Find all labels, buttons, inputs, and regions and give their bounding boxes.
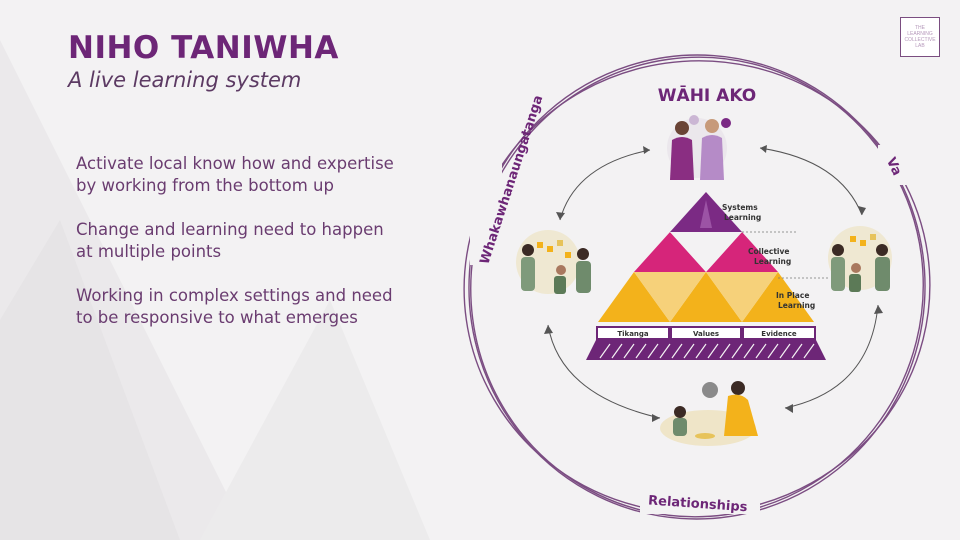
learning-pyramid bbox=[586, 192, 830, 360]
diagram-heading: WĀHI AKO bbox=[658, 84, 756, 106]
organisation-logo: THE LEARNING COLLECTIVE LAB bbox=[900, 17, 940, 57]
ring-label-bottom: Relationships bbox=[648, 493, 748, 515]
learning-system-diagram: Whakawhanaungatanga Va Relationships WĀH… bbox=[463, 54, 931, 520]
svg-text:Learning: Learning bbox=[724, 213, 761, 222]
people-talking-icon bbox=[667, 115, 731, 180]
cycle-arrows bbox=[547, 147, 879, 419]
svg-text:Learning: Learning bbox=[778, 301, 815, 310]
level-label-systems: Systems bbox=[722, 203, 758, 212]
slide-title: NIHO TANIWHA bbox=[68, 30, 339, 66]
adult-child-playing-icon bbox=[660, 381, 758, 446]
team-sticky-notes-icon bbox=[516, 230, 591, 294]
ring-label-right: Va bbox=[883, 155, 904, 178]
base-label-values: Values bbox=[693, 330, 719, 338]
level-label-in-place: In Place bbox=[776, 291, 809, 300]
bullet-item: Working in complex settings and need to … bbox=[76, 286, 393, 327]
bullet-item: Change and learning need to happen at mu… bbox=[76, 220, 384, 261]
bullet-item: Activate local know how and expertise by… bbox=[76, 154, 394, 195]
base-label-tikanga: Tikanga bbox=[617, 330, 649, 338]
team-sticky-notes-icon bbox=[828, 226, 892, 292]
bullet-list: Activate local know how and expertise by… bbox=[76, 153, 396, 351]
level-label-collective: Collective bbox=[748, 247, 789, 256]
base-label-evidence: Evidence bbox=[761, 330, 797, 338]
title-block: NIHO TANIWHA A live learning system bbox=[68, 30, 339, 93]
svg-text:Learning: Learning bbox=[754, 257, 791, 266]
slide-subtitle: A live learning system bbox=[68, 68, 302, 92]
